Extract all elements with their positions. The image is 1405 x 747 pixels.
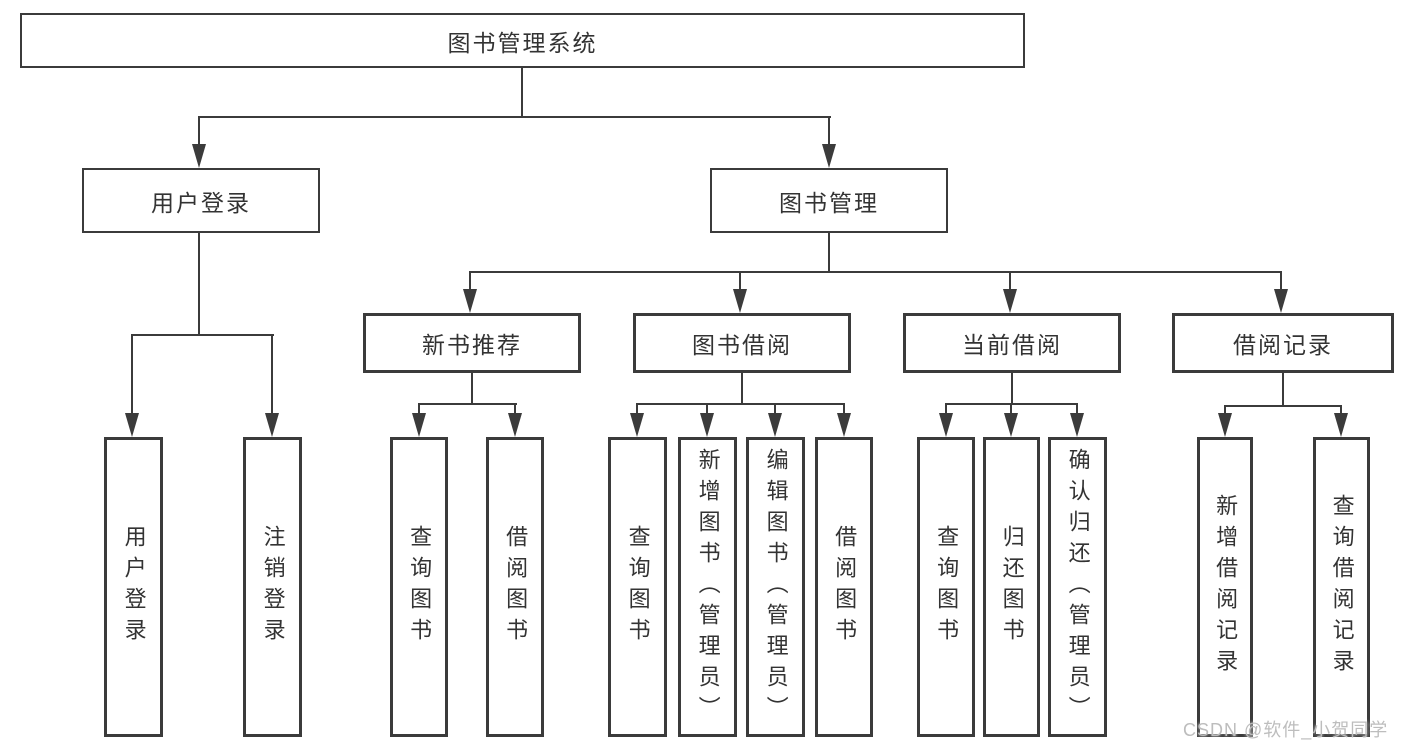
- arrow-down-icon: [1274, 289, 1288, 313]
- node-label: 图书管理系统: [447, 29, 598, 56]
- leaf-label: 注销登录: [260, 525, 286, 649]
- arrow-down-icon: [508, 413, 522, 437]
- connector-to-borrowing-records: [1280, 271, 1282, 293]
- csdn-watermark: CSDN @软件_小贺同学: [1183, 720, 1389, 740]
- arrow-down-icon: [1003, 289, 1017, 313]
- connector-stub: [1224, 405, 1226, 417]
- leaf-borrow-books: 借阅图书: [815, 437, 873, 737]
- node-new-book-recommendation: 新书推荐: [363, 313, 581, 373]
- connector-stub: [1010, 403, 1012, 417]
- leaf-label: 查询借阅记录: [1329, 494, 1355, 680]
- connector-to-book-management: [828, 116, 830, 148]
- node-label: 新书推荐: [422, 332, 522, 358]
- node-label: 图书借阅: [692, 332, 792, 358]
- leaf-query-books-recommend: 查询图书: [390, 437, 448, 737]
- node-label: 图书管理: [779, 189, 879, 216]
- connector-records-branch: [1224, 405, 1342, 407]
- connector-stub: [706, 403, 708, 417]
- connector-to-user-login: [198, 116, 200, 148]
- node-label: 借阅记录: [1233, 332, 1333, 358]
- connector-stub: [1076, 403, 1078, 417]
- node-book-borrowing: 图书借阅: [633, 313, 851, 373]
- arrow-down-icon: [700, 413, 714, 437]
- node-borrowing-records: 借阅记录: [1172, 313, 1394, 373]
- leaf-label: 借阅图书: [832, 525, 858, 649]
- connector-stub: [1340, 405, 1342, 417]
- node-current-borrowing: 当前借阅: [903, 313, 1121, 373]
- leaf-logout-login: 注销登录: [243, 437, 302, 737]
- connector-recommend-branch: [418, 403, 517, 405]
- node-book-management: 图书管理: [710, 168, 948, 233]
- leaf-label: 确认归还（管理员）: [1065, 447, 1091, 727]
- arrow-down-icon: [733, 289, 747, 313]
- leaf-confirm-return-admin: 确认归还（管理员）: [1048, 437, 1107, 737]
- leaf-user-login: 用户登录: [104, 437, 163, 737]
- connector-user-login-stem: [198, 233, 200, 336]
- connector-stub: [514, 403, 516, 417]
- node-library-management-system: 图书管理系统: [20, 13, 1025, 68]
- connector-stub: [843, 403, 845, 417]
- node-user-login: 用户登录: [82, 168, 320, 233]
- connector-root-branch: [198, 116, 831, 118]
- arrow-down-icon: [1070, 413, 1084, 437]
- connector-to-leaf-user-login: [131, 334, 133, 416]
- leaf-label: 新增图书（管理员）: [695, 447, 721, 727]
- connector-current-stem: [1011, 373, 1013, 405]
- connector-to-current-borrowing: [1009, 271, 1011, 293]
- leaf-label: 新增借阅记录: [1213, 494, 1239, 680]
- connector-stub: [945, 403, 947, 417]
- leaf-query-borrow-record: 查询借阅记录: [1313, 437, 1370, 737]
- leaf-borrow-books-recommend: 借阅图书: [486, 437, 544, 737]
- connector-book-mgmt-branch: [469, 271, 1282, 273]
- leaf-return-books: 归还图书: [983, 437, 1040, 737]
- arrow-down-icon: [768, 413, 782, 437]
- connector-root-stem: [521, 68, 523, 118]
- connector-book-mgmt-stem: [828, 233, 830, 273]
- leaf-add-books-admin: 新增图书（管理员）: [678, 437, 737, 737]
- connector-to-leaf-logout: [271, 334, 273, 416]
- leaf-label: 用户登录: [121, 525, 147, 649]
- leaf-label: 查询图书: [407, 525, 433, 649]
- leaf-label: 归还图书: [999, 525, 1025, 649]
- arrow-down-icon: [463, 289, 477, 313]
- connector-to-new-book-recommendation: [469, 271, 471, 293]
- connector-recommend-stem: [471, 373, 473, 405]
- leaf-label: 查询图书: [625, 525, 651, 649]
- node-label: 用户登录: [151, 189, 251, 216]
- arrow-down-icon: [412, 413, 426, 437]
- connector-borrowing-branch: [636, 403, 845, 405]
- leaf-add-borrow-record: 新增借阅记录: [1197, 437, 1253, 737]
- connector-to-book-borrowing: [739, 271, 741, 293]
- leaf-query-books-current: 查询图书: [917, 437, 975, 737]
- arrow-down-icon: [1004, 413, 1018, 437]
- arrow-down-icon: [837, 413, 851, 437]
- connector-user-login-branch: [131, 334, 274, 336]
- arrow-down-icon: [822, 144, 836, 168]
- connector-records-stem: [1282, 373, 1284, 407]
- arrow-down-icon: [1218, 413, 1232, 437]
- arrow-down-icon: [125, 413, 139, 437]
- connector-stub: [418, 403, 420, 417]
- arrow-down-icon: [1334, 413, 1348, 437]
- arrow-down-icon: [939, 413, 953, 437]
- connector-borrowing-stem: [741, 373, 743, 405]
- node-label: 当前借阅: [962, 332, 1062, 358]
- leaf-edit-books-admin: 编辑图书（管理员）: [746, 437, 805, 737]
- arrow-down-icon: [630, 413, 644, 437]
- arrow-down-icon: [192, 144, 206, 168]
- leaf-label: 编辑图书（管理员）: [763, 447, 789, 727]
- leaf-label: 查询图书: [934, 525, 960, 649]
- leaf-label: 借阅图书: [503, 525, 529, 649]
- connector-stub: [774, 403, 776, 417]
- leaf-query-books-borrow: 查询图书: [608, 437, 667, 737]
- connector-stub: [636, 403, 638, 417]
- arrow-down-icon: [265, 413, 279, 437]
